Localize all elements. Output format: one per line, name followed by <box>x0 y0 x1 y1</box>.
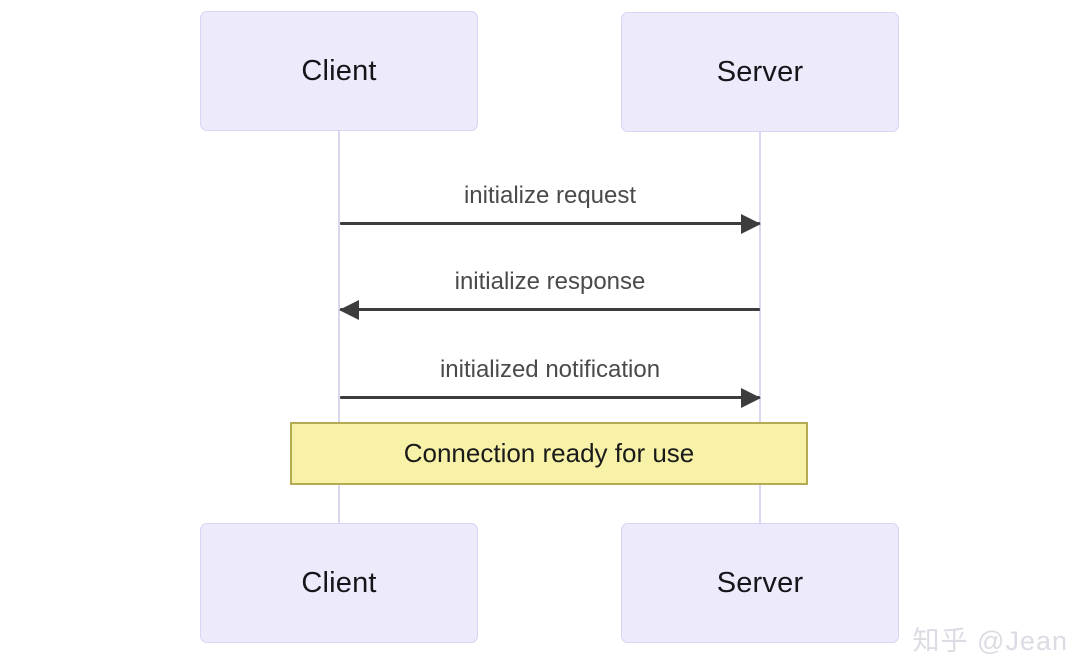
watermark: 知乎 @Jean <box>912 626 1068 656</box>
message-line-initialize-request <box>340 222 760 225</box>
message-label-initialize-response: initialize response <box>454 268 646 295</box>
participant-box-server-top: Server <box>621 12 899 132</box>
arrow-right-icon <box>741 388 761 408</box>
participant-label-client-top: Client <box>301 54 377 87</box>
participant-label-client-bottom: Client <box>301 566 377 599</box>
participant-box-client-bottom: Client <box>200 523 478 643</box>
message-label-initialize-request: initialize request <box>463 182 637 209</box>
arrow-right-icon <box>741 214 761 234</box>
participant-box-client-top: Client <box>200 11 478 131</box>
participant-label-server-bottom: Server <box>716 566 804 599</box>
message-label-initialized-notification: initialized notification <box>439 356 661 383</box>
arrow-left-icon <box>339 300 359 320</box>
participant-label-server-top: Server <box>716 55 804 88</box>
participant-box-server-bottom: Server <box>621 523 899 643</box>
message-line-initialized-notification <box>340 396 760 399</box>
note-connection-ready: Connection ready for use <box>290 422 808 485</box>
lifeline-client <box>338 131 340 523</box>
message-line-initialize-response <box>340 308 760 311</box>
note-label: Connection ready for use <box>403 438 695 468</box>
lifeline-server <box>759 132 761 523</box>
